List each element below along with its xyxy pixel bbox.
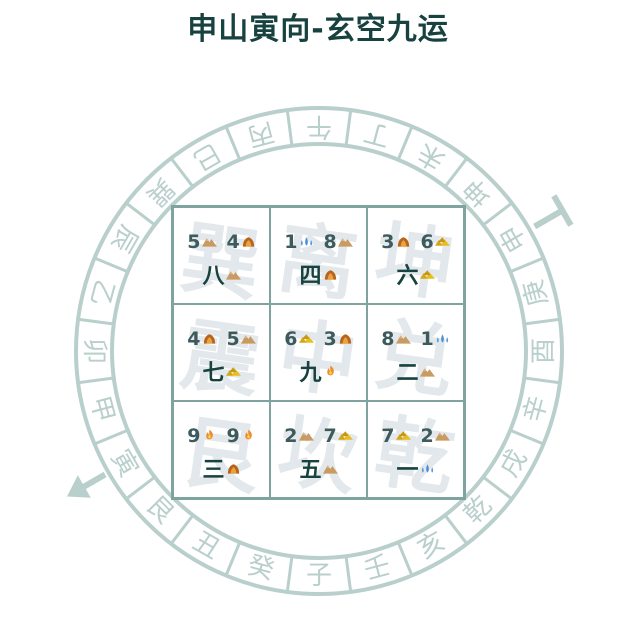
water-star: 8 xyxy=(323,231,337,253)
mountain-icon xyxy=(434,424,450,441)
fire-icon xyxy=(323,358,338,376)
water-star: 5 xyxy=(226,328,240,350)
sector-丙: 丙 xyxy=(244,116,277,152)
period-star: 八 xyxy=(202,264,225,289)
period-star: 四 xyxy=(299,264,322,289)
sector-乙: 乙 xyxy=(84,276,120,309)
period-star: 二 xyxy=(396,361,419,386)
mountain-icon xyxy=(419,358,435,377)
water-star: 6 xyxy=(420,231,434,253)
period-star-row: 七 xyxy=(174,355,269,387)
water-star: 4 xyxy=(226,231,240,253)
period-star-row: 四 xyxy=(271,258,366,290)
sector-庚: 庚 xyxy=(518,276,554,309)
sector-辛: 辛 xyxy=(518,393,554,426)
mountain-icon xyxy=(225,261,241,280)
wood-icon xyxy=(323,261,338,280)
sector-酉: 酉 xyxy=(529,338,559,364)
period-star-row: 九 xyxy=(271,355,366,387)
mountain-icon xyxy=(240,327,256,344)
water-star: 7 xyxy=(323,425,337,447)
wood-icon xyxy=(202,327,217,344)
mountain-star: 5 xyxy=(187,231,201,253)
mountain-star: 9 xyxy=(187,425,201,447)
fire-icon xyxy=(202,424,217,440)
wood-icon xyxy=(241,230,256,247)
sector-甲: 甲 xyxy=(84,393,120,426)
water-star: 3 xyxy=(323,328,337,350)
mountain-star: 6 xyxy=(284,328,298,350)
period-star: 六 xyxy=(396,264,419,289)
mountain-star: 8 xyxy=(381,328,395,350)
sector-丁: 丁 xyxy=(361,116,394,152)
gold-icon xyxy=(337,424,353,440)
water-icon xyxy=(420,455,435,473)
period-star: 一 xyxy=(396,458,419,483)
mountain-star: 4 xyxy=(187,328,201,350)
arrow-icon xyxy=(66,471,107,498)
water-icon xyxy=(435,327,450,343)
period-star: 七 xyxy=(202,361,225,386)
period-star-row: 二 xyxy=(368,355,463,387)
period-star: 五 xyxy=(299,458,322,483)
gold-icon xyxy=(395,424,411,440)
period-star-row: 八 xyxy=(174,258,269,290)
wood-icon xyxy=(396,230,411,247)
period-star-row: 三 xyxy=(174,452,269,484)
mountain-star: 2 xyxy=(284,425,298,447)
gold-icon xyxy=(434,230,450,246)
water-star: 9 xyxy=(226,425,240,447)
wood-icon xyxy=(338,327,353,344)
period-star-row: 六 xyxy=(368,258,463,290)
mountain-icon xyxy=(322,455,338,474)
water-star: 1 xyxy=(420,328,434,350)
water-star: 2 xyxy=(420,425,434,447)
sector-卯: 卯 xyxy=(79,338,109,364)
water-icon xyxy=(299,230,314,246)
period-star-row: 五 xyxy=(271,452,366,484)
gold-icon xyxy=(298,327,314,343)
period-star: 九 xyxy=(299,361,322,386)
mountain-star: 1 xyxy=(284,231,298,253)
fire-icon xyxy=(241,424,256,440)
mountain-icon xyxy=(201,230,217,247)
period-star-row: 一 xyxy=(368,452,463,484)
period-star: 三 xyxy=(202,458,225,483)
t-bar-icon xyxy=(533,194,574,230)
wood-icon xyxy=(226,455,241,474)
sector-午: 午 xyxy=(306,111,332,141)
mountain-star: 3 xyxy=(381,231,395,253)
mountain-star: 7 xyxy=(381,425,395,447)
mountain-icon xyxy=(395,327,411,344)
sector-癸: 癸 xyxy=(244,550,277,586)
sector-子: 子 xyxy=(306,561,332,591)
gold-icon xyxy=(419,261,435,279)
sector-壬: 壬 xyxy=(361,550,394,586)
mountain-icon xyxy=(298,424,314,441)
mountain-icon xyxy=(337,230,353,247)
gold-icon xyxy=(225,358,241,376)
page-title: 申山寅向-玄空九运 xyxy=(187,12,449,47)
